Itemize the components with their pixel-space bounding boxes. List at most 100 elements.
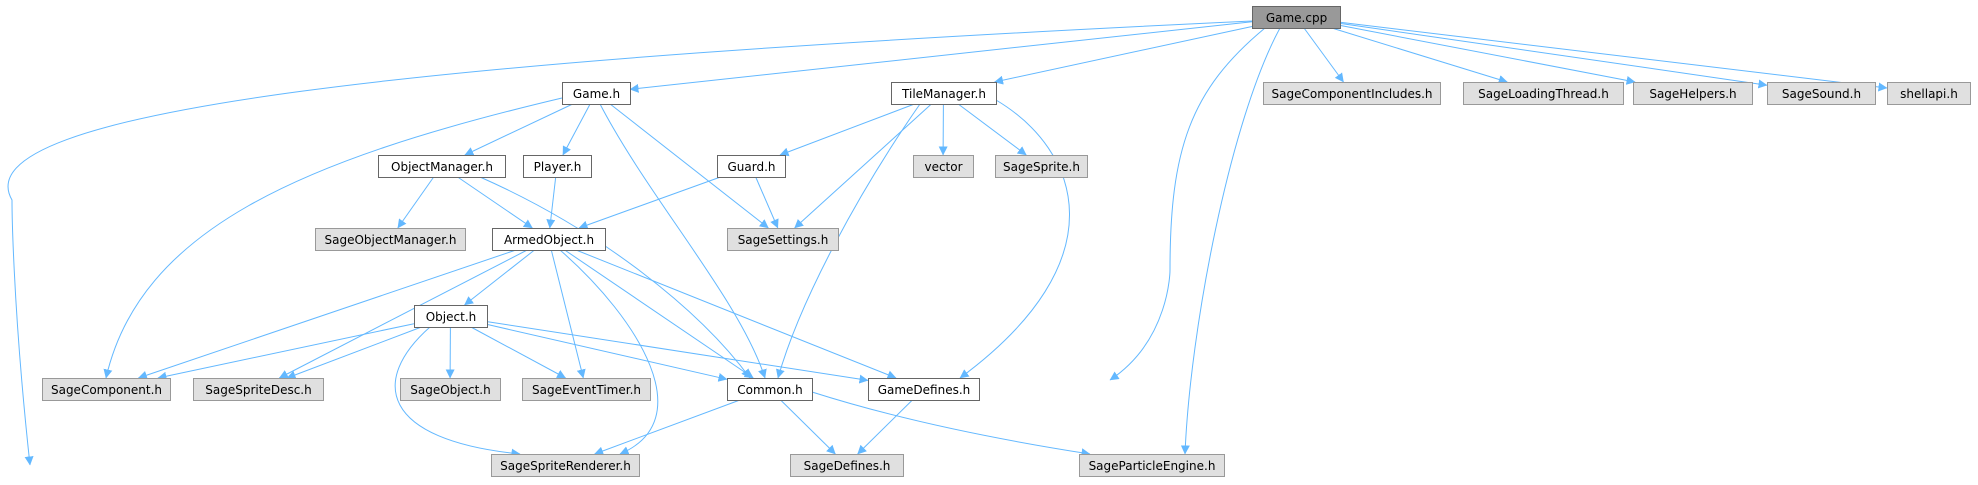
- edge-player_h-to-armedobject_h: [546, 176, 557, 229]
- node-label: SageEventTimer.h: [532, 383, 641, 397]
- node-object_h[interactable]: Object.h: [414, 305, 488, 328]
- edge-objectmanager_h-to-armedobject_h: [457, 176, 533, 229]
- edge-armedobject_h-to-object_h: [464, 249, 535, 306]
- node-label: SageSound.h: [1782, 87, 1861, 101]
- node-label: vector: [924, 160, 962, 174]
- node-shellapi_h: shellapi.h: [1887, 82, 1971, 105]
- edge-game_h-to-sagecomponent_h: [103, 97, 563, 379]
- node-box: [727, 228, 839, 251]
- node-box: [1079, 454, 1225, 477]
- node-sagesettings_h: SageSettings.h: [727, 228, 839, 251]
- edge-armedobject_h-to-sagespriterenderer_h: [559, 249, 659, 455]
- node-box: [42, 378, 171, 401]
- node-game_h[interactable]: Game.h: [562, 82, 631, 105]
- node-sageobject_h: SageObject.h: [400, 378, 501, 401]
- node-box: [1767, 82, 1876, 105]
- node-box: [913, 155, 974, 178]
- edge-armedobject_h-to-sageeventtimer_h: [550, 249, 586, 379]
- edge-common_h-to-sageparticleengine_h: [811, 391, 1091, 458]
- edge-armedobject_h-to-sagecomponent_h: [137, 249, 517, 380]
- node-sageloadingthread_h: SageLoadingThread.h: [1463, 82, 1624, 105]
- node-label: SageObjectManager.h: [325, 233, 457, 247]
- edge-common_h-to-sagedefines_h: [780, 399, 836, 455]
- edges-layer: [7, 20, 1888, 466]
- node-sagehelpers_h: SageHelpers.h: [1633, 82, 1753, 105]
- edge-object_h-to-sagespriterenderer_h: [394, 326, 521, 458]
- node-label: Game.cpp: [1266, 11, 1327, 25]
- node-label: ObjectManager.h: [391, 160, 493, 174]
- node-box: [1252, 6, 1341, 29]
- node-box: [523, 155, 592, 178]
- edge-guard_h-to-sagesettings_h: [755, 176, 779, 229]
- edge-gamedefines_h-to-sagedefines_h: [857, 399, 913, 455]
- node-sagedefines_h: SageDefines.h: [790, 454, 904, 477]
- edge-object_h-to-sageeventtimer_h: [470, 326, 566, 379]
- node-sagespriterenderer_h: SageSpriteRenderer.h: [491, 454, 640, 477]
- edge-game_cpp-to-game_h: [629, 21, 1253, 93]
- edge-game_cpp-to-tilemanager_h: [994, 26, 1253, 85]
- node-label: TileManager.h: [901, 87, 986, 101]
- node-label: shellapi.h: [1900, 87, 1958, 101]
- node-box: [414, 305, 488, 328]
- node-label: Game.h: [573, 87, 620, 101]
- node-box: [492, 228, 606, 251]
- node-label: SageParticleEngine.h: [1089, 459, 1216, 473]
- node-label: ArmedObject.h: [504, 233, 594, 247]
- node-box: [522, 378, 651, 401]
- node-box: [1463, 82, 1624, 105]
- edge-object_h-to-sagecomponent_h: [157, 323, 415, 381]
- node-label: Common.h: [737, 383, 802, 397]
- node-game_cpp[interactable]: Game.cpp: [1252, 6, 1341, 29]
- edge-tilemanager_h-to-gamedefines_h: [959, 99, 1070, 379]
- node-tilemanager_h[interactable]: TileManager.h: [891, 82, 997, 105]
- node-vector: vector: [913, 155, 974, 178]
- node-box: [717, 155, 786, 178]
- edge-armedobject_h-to-gamedefines_h: [575, 249, 897, 380]
- node-label: SageSettings.h: [738, 233, 829, 247]
- edge-game_cpp-to-sagecomponentincludes_h: [1303, 27, 1344, 83]
- edge-common_h-to-sagespriterenderer_h: [594, 399, 741, 456]
- node-sageeventtimer_h: SageEventTimer.h: [522, 378, 651, 401]
- edge-game_h-to-objectmanager_h: [464, 103, 573, 156]
- node-label: SageDefines.h: [804, 459, 891, 473]
- node-label: SageSprite.h: [1003, 160, 1080, 174]
- edge-game_h-to-common_h: [599, 103, 767, 379]
- node-label: Guard.h: [727, 160, 775, 174]
- node-box: [1887, 82, 1971, 105]
- node-label: SageSpriteDesc.h: [205, 383, 311, 397]
- node-gamedefines_h[interactable]: GameDefines.h: [868, 378, 980, 401]
- edge-game_cpp-to-sageloadingthread_h: [1331, 27, 1508, 84]
- node-objectmanager_h[interactable]: ObjectManager.h: [378, 155, 506, 178]
- node-label: SageComponentIncludes.h: [1272, 87, 1433, 101]
- node-label: SageObject.h: [410, 383, 490, 397]
- node-label: Player.h: [534, 160, 582, 174]
- node-label: Object.h: [426, 310, 477, 324]
- node-guard_h[interactable]: Guard.h: [717, 155, 786, 178]
- edge-armedobject_h-to-common_h: [564, 249, 754, 379]
- edge-game_cpp-to-sagespriterenderer_h: [7, 20, 1253, 466]
- edge-guard_h-to-armedobject_h: [578, 176, 721, 230]
- node-box: [790, 454, 904, 477]
- node-player_h[interactable]: Player.h: [523, 155, 592, 178]
- edge-armedobject_h-to-sagespritedesc_h: [278, 249, 528, 379]
- edge-game_cpp-to-sagesound_h: [1339, 22, 1768, 89]
- node-box: [562, 82, 631, 105]
- node-box: [1633, 82, 1753, 105]
- node-box: [1263, 82, 1441, 105]
- node-box: [891, 82, 997, 105]
- node-label: SageComponent.h: [51, 383, 162, 397]
- node-sagesprite_h: SageSprite.h: [995, 155, 1088, 178]
- edge-game_cpp-to-gamedefines_h: [1109, 27, 1266, 381]
- node-box: [378, 155, 506, 178]
- edge-game_h-to-sagesettings_h: [609, 103, 769, 229]
- node-label: SageLoadingThread.h: [1478, 87, 1609, 101]
- edge-game_cpp-to-sagehelpers_h: [1339, 24, 1636, 85]
- node-box: [491, 454, 640, 477]
- node-box: [727, 378, 813, 401]
- node-common_h[interactable]: Common.h: [727, 378, 813, 401]
- node-armedobject_h[interactable]: ArmedObject.h: [492, 228, 606, 251]
- edge-tilemanager_h-to-sagesprite_h: [957, 103, 1027, 156]
- node-sagesound_h: SageSound.h: [1767, 82, 1876, 105]
- edge-game_h-to-player_h: [562, 103, 591, 156]
